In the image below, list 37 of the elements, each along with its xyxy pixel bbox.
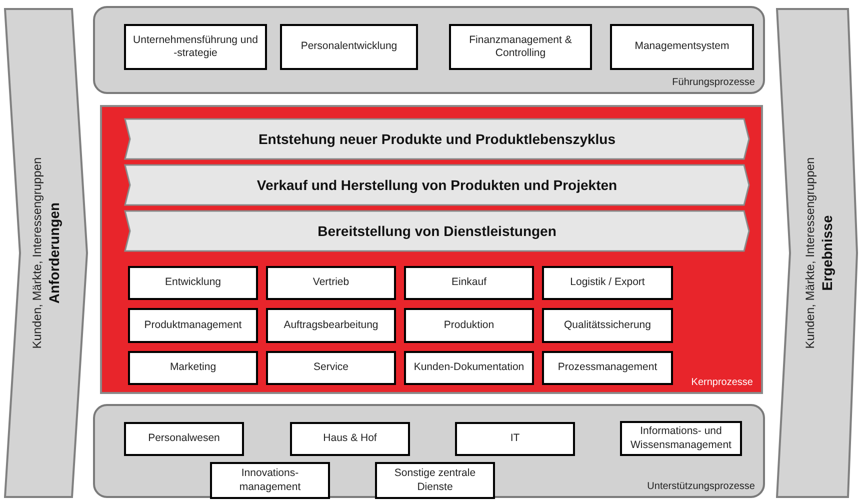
process-box: Einkauf [404,266,534,300]
chevron-band: Bereitstellung von Dienstleistungen [124,210,750,252]
process-box: Finanzmanagement & Controlling [449,24,592,70]
process-box: Personalwesen [124,422,244,456]
chevron-band: Verkauf und Herstellung von Produkten und Projekten [124,164,750,206]
process-panel [93,6,765,94]
process-box: IT [455,422,575,456]
process-box: Managementsystem [610,24,754,70]
process-box: Prozessmanagement [542,351,673,385]
core-process-panel [100,105,763,394]
process-box: Marketing [128,351,258,385]
process-box: Haus & Hof [290,422,410,456]
process-box: Unternehmensführung und -strategie [124,24,267,70]
process-box: Personalentwicklung [280,24,418,70]
chevron-arrow [4,8,88,498]
process-box: Service [266,351,396,385]
process-box: Logistik / Export [542,266,673,300]
process-panel [93,404,765,498]
panel-label: Unterstützungsprozesse [647,480,755,494]
arrow-subtitle: Kunden, Märkte, Interessengruppen [802,157,818,349]
arrow-subtitle: Kunden, Märkte, Interessengruppen [29,157,46,349]
chevron-band: Entstehung neuer Produkte und Produktlebenszyklus [124,118,750,160]
process-box: Produktmanagement [128,308,258,343]
process-box: Sonstige zentrale Dienste [375,462,495,499]
arrow-title: Anforderungen [46,202,64,304]
process-box: Entwicklung [128,266,258,300]
process-box: Auftragsbearbeitung [266,308,396,343]
process-box: Informations- und Wissensmanagement [620,421,742,456]
panel-label: Kernprozesse [691,376,753,390]
process-box: Qualitätssicherung [542,308,673,343]
chevron-arrow [776,8,858,498]
arrow-title: Ergebnisse [819,215,836,291]
panel-label: Führungsprozesse [672,76,755,90]
process-box: Produktion [404,308,534,343]
process-box: Innovations- management [210,462,330,499]
process-box: Kunden-Dokumentation [404,351,534,385]
process-box: Vertrieb [266,266,396,300]
